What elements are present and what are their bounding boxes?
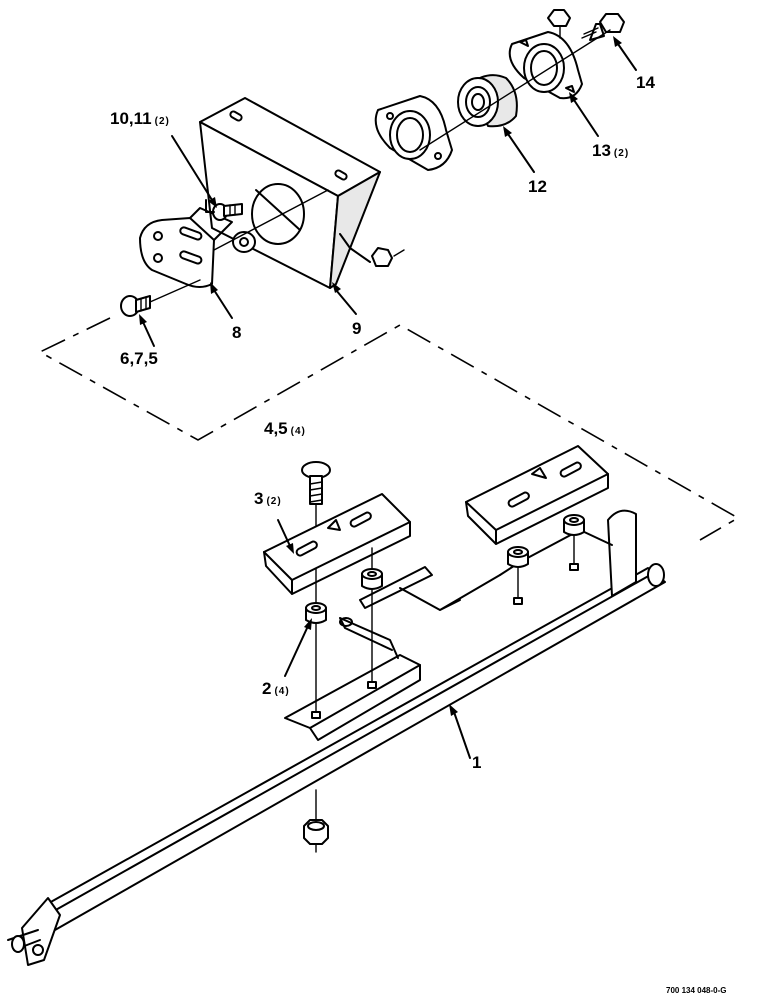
bolt-part-6	[120, 279, 201, 317]
callout-leaders	[139, 36, 637, 759]
flange-left	[374, 95, 453, 171]
callout-2: 2(4)	[262, 679, 290, 698]
callout-12: 12	[528, 177, 547, 196]
callout-14: 14	[636, 73, 655, 92]
bearing-part-12	[457, 74, 518, 128]
screw-washer-part-10	[205, 189, 329, 253]
callout-3: 3(2)	[254, 489, 282, 508]
spacers-part-2	[305, 514, 585, 624]
shaft-part-1	[7, 509, 666, 966]
carriage-bolt-part-4	[301, 461, 331, 505]
callout-4-5: 4,5(4)	[264, 419, 306, 438]
angle-bracket-part-8	[139, 207, 233, 288]
callout-6-7-5: 6,7,5	[120, 349, 158, 368]
callout-13: 13(2)	[592, 141, 629, 160]
flange-right	[508, 31, 583, 100]
shaft-mount-plate	[284, 529, 613, 741]
callout-9: 9	[352, 319, 361, 338]
callout-10-11: 10,11(2)	[110, 109, 170, 128]
lower-flange-nut	[303, 819, 329, 845]
slotted-plates-part-3	[263, 445, 609, 595]
drawing-number: 700 134 048-0-G	[666, 986, 727, 995]
bolt-part-14	[419, 9, 625, 151]
callout-1: 1	[472, 753, 481, 772]
housing-bracket-part-9	[199, 97, 381, 289]
callout-8: 8	[232, 323, 241, 342]
assembly-phantom-line	[38, 317, 740, 541]
bracket-nut	[371, 247, 405, 267]
